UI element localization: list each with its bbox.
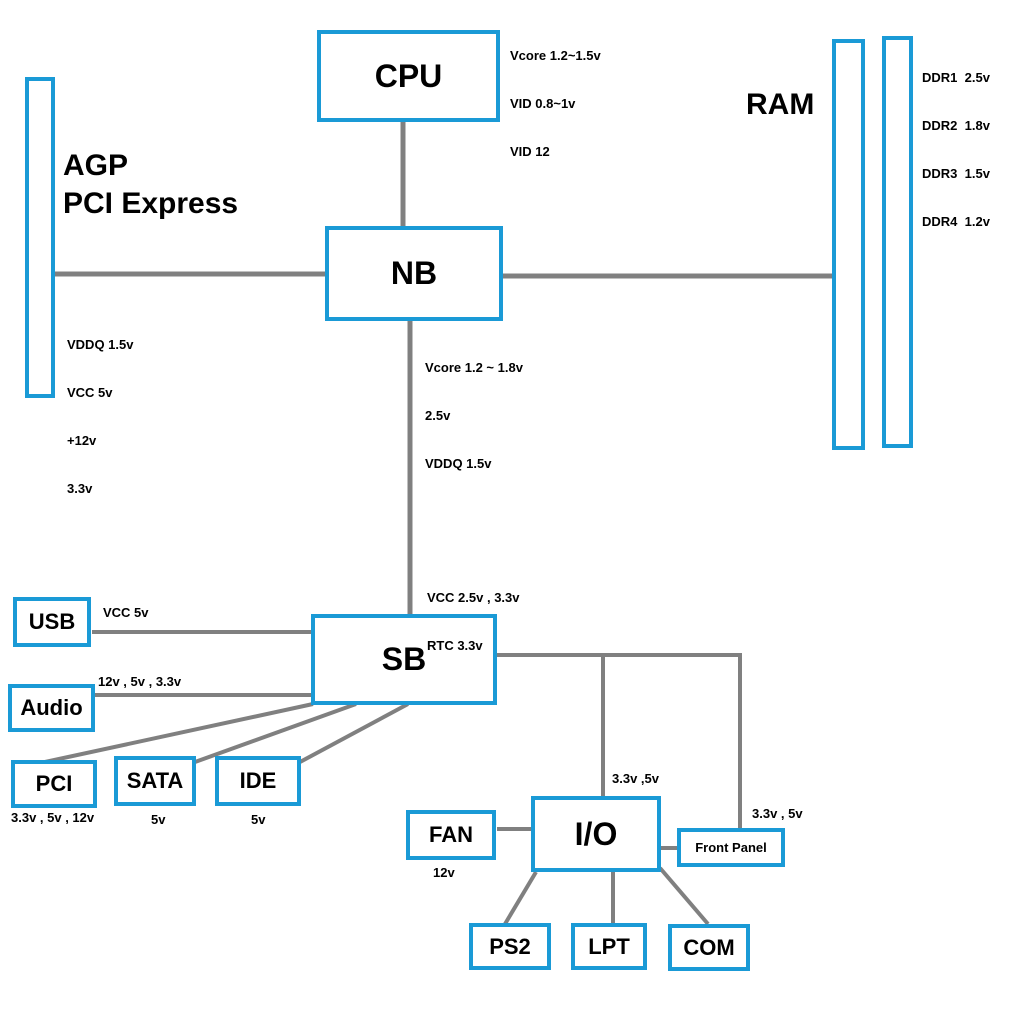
cpu-label: CPU [374, 57, 443, 94]
audio-label: Audio [20, 695, 83, 720]
usb-box: USB [13, 597, 91, 647]
ps2-label: PS2 [489, 933, 531, 959]
pci-sb-link [44, 702, 314, 764]
io-ps2-link [503, 870, 538, 926]
agp-voltage-notes: VDDQ 1.5v VCC 5v +12v 3.3v [67, 305, 133, 513]
agp-voltage-2: VCC 5v [67, 385, 113, 400]
nb-voltage-notes: Vcore 1.2 ~ 1.8v 2.5v VDDQ 1.5v [425, 328, 523, 488]
fan-box: FAN [406, 810, 496, 860]
usb-voltage: VCC 5v [103, 605, 149, 620]
agp-title: AGP PCI Express [63, 147, 238, 223]
io-com-link [658, 866, 710, 926]
ide-box: IDE [215, 756, 301, 806]
ddr2-voltage: DDR2 1.8v [922, 118, 990, 133]
sb-voltage-2: RTC 3.3v [427, 638, 483, 653]
agp-title-line: AGP [63, 149, 129, 182]
nb-box: NB [325, 226, 503, 321]
ps2-box: PS2 [469, 923, 551, 970]
sata-sb-link [194, 702, 357, 764]
agp-voltage-1: VDDQ 1.5v [67, 337, 134, 352]
sata-label: SATA [126, 768, 184, 793]
cpu-voltage-2: VID 0.8~1v [510, 96, 576, 111]
sata-voltage: 5v [151, 812, 166, 827]
nb-voltage-1: Vcore 1.2 ~ 1.8v [425, 360, 523, 375]
ddr3-voltage: DDR3 1.5v [922, 166, 990, 181]
sb-label: SB [381, 641, 427, 677]
io-voltage: 3.3v ,5v [612, 771, 659, 786]
pci-box: PCI [11, 760, 97, 808]
ram-slot-2 [882, 36, 913, 448]
fan-label: FAN [429, 822, 473, 847]
ram-title: RAM [746, 88, 815, 121]
front-panel-voltage: 3.3v , 5v [752, 806, 803, 821]
ide-label: IDE [239, 768, 277, 793]
lpt-label: LPT [588, 933, 630, 959]
cpu-voltage-1: Vcore 1.2~1.5v [510, 48, 601, 63]
front-panel-label: Front Panel [695, 840, 767, 855]
cpu-voltage-notes: Vcore 1.2~1.5v VID 0.8~1v VID 12 [510, 16, 601, 176]
sb-box: SB [311, 614, 497, 705]
pci-label: PCI [35, 771, 73, 796]
com-box: COM [668, 924, 750, 971]
front-panel-box: Front Panel [677, 828, 785, 867]
ddr1-voltage: DDR1 2.5v [922, 70, 990, 85]
nb-voltage-3: VDDQ 1.5v [425, 456, 492, 471]
cpu-box: CPU [317, 30, 500, 122]
pci-voltage: 3.3v , 5v , 12v [11, 810, 95, 825]
lpt-box: LPT [571, 923, 647, 970]
usb-label: USB [28, 609, 76, 634]
agp-voltage-4: 3.3v [67, 481, 93, 496]
cpu-voltage-3: VID 12 [510, 144, 550, 159]
sb-voltage-notes: VCC 2.5v , 3.3v RTC 3.3v [427, 558, 520, 670]
io-label: I/O [574, 815, 618, 852]
agp-slot [25, 77, 55, 398]
audio-voltage: 12v , 5v , 3.3v [98, 674, 182, 689]
pci-express-title-line: PCI Express [63, 187, 239, 220]
sata-box: SATA [114, 756, 196, 806]
audio-box: Audio [8, 684, 95, 732]
com-label: COM [683, 934, 735, 960]
fan-voltage: 12v [433, 865, 455, 880]
io-box: I/O [531, 796, 661, 872]
ram-voltage-notes: DDR1 2.5v DDR2 1.8v DDR3 1.5v DDR4 1.2v [922, 38, 990, 246]
nb-label: NB [390, 255, 438, 291]
ddr4-voltage: DDR4 1.2v [922, 214, 990, 229]
ide-sb-link [299, 702, 409, 764]
ide-voltage: 5v [251, 812, 266, 827]
agp-voltage-3: +12v [67, 433, 97, 448]
sb-bus-line [497, 653, 742, 829]
sb-voltage-1: VCC 2.5v , 3.3v [427, 590, 520, 605]
nb-voltage-2: 2.5v [425, 408, 451, 423]
ram-slot-1 [832, 39, 865, 450]
